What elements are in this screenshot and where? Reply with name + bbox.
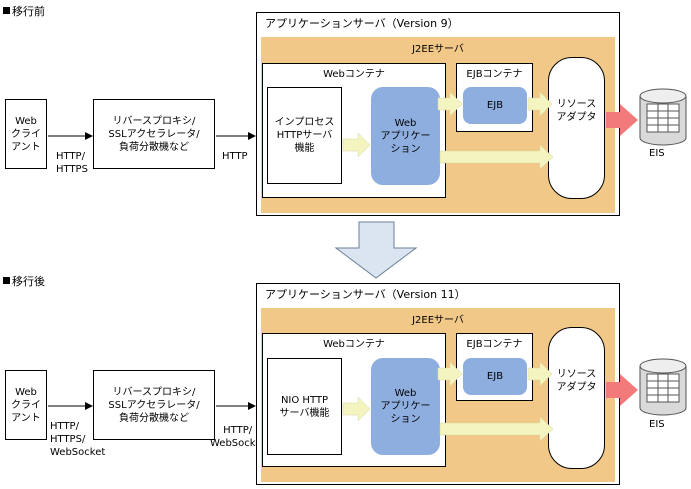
http-to-webapp-arrow-after bbox=[342, 396, 371, 422]
database-icon-before bbox=[639, 88, 687, 146]
web-container-title-after: Webコンテナ bbox=[323, 339, 385, 350]
http-server-box-before: インプロセス HTTPサーバ 機能 bbox=[267, 87, 342, 184]
eis-label-after: EIS bbox=[649, 419, 665, 430]
http-server-box-after: NIO HTTP サーバ機能 bbox=[267, 358, 342, 455]
bullet-square-icon bbox=[3, 277, 10, 284]
ejb-container-title-after: EJBコンテナ bbox=[466, 339, 523, 350]
reverse-proxy-box-before: リバースプロキシ/ SSLアクセラレータ/ 負荷分散機など bbox=[93, 99, 215, 169]
webapp-to-ejb-arrow-before bbox=[437, 91, 463, 117]
ejb-to-adapter-arrow-after bbox=[527, 361, 553, 387]
reverse-proxy-box-after: リバースプロキシ/ SSLアクセラレータ/ 負荷分散機など bbox=[93, 370, 215, 440]
migration-down-arrow bbox=[334, 221, 418, 279]
protocol-label-left-after: HTTP/ HTTPS/ WebSocket bbox=[50, 421, 106, 458]
web-client-box-before: Web クライ アント bbox=[5, 99, 47, 169]
webapp-to-adapter-arrow-before bbox=[439, 144, 554, 170]
web-container-title-before: Webコンテナ bbox=[323, 69, 385, 80]
ejb-container-title-before: EJBコンテナ bbox=[466, 69, 523, 80]
app-server-title-before: アプリケーションサーバ（Version 9） bbox=[265, 17, 459, 30]
webapp-to-adapter-arrow-after bbox=[439, 416, 554, 442]
http-to-webapp-arrow-before bbox=[342, 132, 371, 158]
protocol-label-left-before: HTTP/ HTTPS bbox=[56, 151, 88, 175]
section-heading-before: 移行前 bbox=[3, 3, 45, 19]
web-app-box-after: Web アプリケー ション bbox=[371, 358, 440, 455]
resource-adapter-before: リソース アダプタ bbox=[548, 57, 605, 199]
ejb-to-adapter-arrow-before bbox=[527, 91, 553, 117]
bullet-square-icon bbox=[3, 7, 10, 14]
adapter-to-eis-arrow-before bbox=[606, 104, 638, 136]
j2ee-server-title-before: J2EEサーバ bbox=[412, 44, 464, 55]
j2ee-server-title-after: J2EEサーバ bbox=[412, 315, 464, 326]
database-icon-after bbox=[639, 358, 687, 416]
section-heading-after: 移行後 bbox=[3, 273, 45, 289]
app-server-title-after: アプリケーションサーバ（Version 11） bbox=[265, 288, 466, 301]
web-app-box-before: Web アプリケー ション bbox=[371, 87, 440, 185]
protocol-label-right-before: HTTP bbox=[222, 151, 248, 162]
eis-label-before: EIS bbox=[649, 148, 665, 159]
webapp-to-ejb-arrow-after bbox=[437, 361, 463, 387]
resource-adapter-after: リソース アダプタ bbox=[548, 327, 605, 469]
ejb-box-before: EJB bbox=[463, 87, 527, 124]
web-client-box-after: Web クライ アント bbox=[5, 370, 47, 440]
ejb-box-after: EJB bbox=[463, 358, 527, 395]
protocol-label-right-after: HTTP/ WebSocket bbox=[210, 425, 266, 449]
adapter-to-eis-arrow-after bbox=[606, 374, 638, 406]
